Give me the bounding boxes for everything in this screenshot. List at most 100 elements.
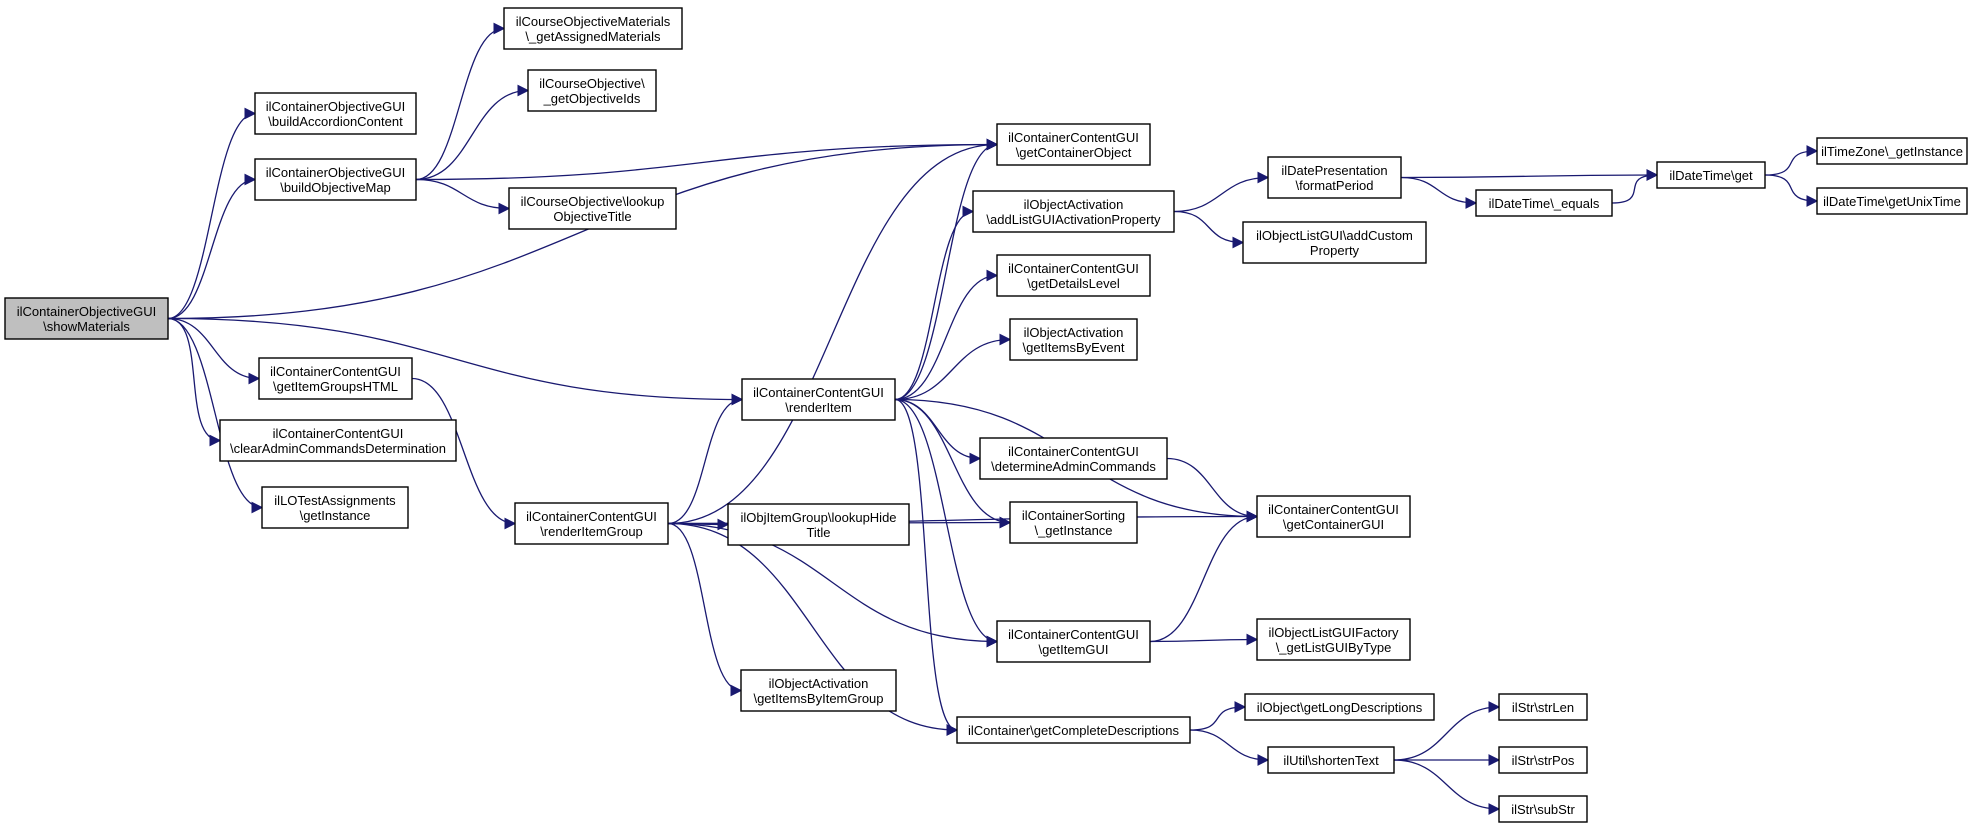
node-coMaterials[interactable]: ilCourseObjectiveMaterials\_getAssignedM… bbox=[503, 7, 683, 50]
node-box bbox=[254, 92, 417, 135]
node-box bbox=[1816, 187, 1968, 215]
edge-ccgDetermineAdmin-to-ccgContainerGUI bbox=[1166, 457, 1259, 523]
node-ccgItemGUI[interactable]: ilContainerContentGUI\getItemGUI bbox=[996, 620, 1151, 663]
node-label-line: \getInstance bbox=[300, 508, 371, 523]
node-dtGetUnix[interactable]: ilDateTime\getUnixTime bbox=[1816, 187, 1968, 215]
node-label-line: ilObjectListGUIFactory bbox=[1268, 625, 1399, 640]
node-strPos[interactable]: ilStr\strPos bbox=[1498, 746, 1588, 774]
node-box bbox=[996, 123, 1151, 166]
edge-ccgItemGroupsHTML-to-ccgRenderItemGroup bbox=[411, 377, 517, 530]
node-csGetInstance[interactable]: ilContainerSorting\_getInstance bbox=[1009, 501, 1138, 544]
node-ccgDetailsLevel[interactable]: ilContainerContentGUI\getDetailsLevel bbox=[996, 254, 1151, 297]
edge-ccgRenderItem-to-oaAddListProp bbox=[894, 205, 975, 401]
node-dpFormatPeriod[interactable]: ilDatePresentation\formatPeriod bbox=[1267, 156, 1402, 199]
node-label-line: \getItemGUI bbox=[1038, 642, 1108, 657]
node-label-line: \addListGUIActivationProperty bbox=[986, 212, 1161, 227]
node-box bbox=[1475, 189, 1613, 217]
node-box bbox=[1656, 161, 1766, 189]
node-oaItemsByGroup[interactable]: ilObjectActivation\getItemsByItemGroup bbox=[740, 669, 897, 712]
node-label-line: ilCourseObjective\lookup bbox=[521, 194, 665, 209]
node-ccgRenderItem[interactable]: ilContainerContentGUI\renderItem bbox=[741, 378, 896, 421]
node-oaAddListProp[interactable]: ilObjectActivation\addListGUIActivationP… bbox=[972, 190, 1175, 233]
edge-cogBuildMap-to-ccgContainerObject bbox=[415, 138, 999, 181]
edge-dtGet-to-dtGetUnix bbox=[1764, 174, 1819, 207]
edge-cogBuildMap-to-coMaterials bbox=[415, 22, 506, 181]
edges-layer bbox=[167, 22, 1819, 815]
node-tzGetInstance[interactable]: ilTimeZone\_getInstance bbox=[1816, 137, 1968, 165]
node-strLen[interactable]: ilStr\strLen bbox=[1498, 693, 1588, 721]
node-box bbox=[1816, 137, 1968, 165]
node-label-line: ilObjectListGUI\addCustom bbox=[1256, 228, 1413, 243]
node-label-line: \determineAdminCommands bbox=[991, 459, 1156, 474]
edge-ccgRenderItemGroup-to-ccgContainerObject bbox=[667, 138, 999, 525]
node-label-line: ilObjectActivation bbox=[1024, 197, 1124, 212]
node-box bbox=[956, 716, 1191, 744]
node-label-line: ilDateTime\getUnixTime bbox=[1823, 194, 1961, 209]
edge-root-to-cogBuildAcc bbox=[167, 107, 257, 320]
edge-root-to-ccgContainerObject bbox=[167, 138, 999, 320]
node-label-line: Title bbox=[806, 525, 830, 540]
edge-dtEquals-to-dtGet bbox=[1611, 169, 1659, 204]
node-box bbox=[996, 254, 1151, 297]
node-label-line: ilContainerContentGUI bbox=[1008, 261, 1139, 276]
node-label-line: ObjectiveTitle bbox=[553, 209, 631, 224]
node-label-line: ilContainer\getCompleteDescriptions bbox=[968, 723, 1179, 738]
node-label-line: \showMaterials bbox=[43, 319, 130, 334]
node-oGetLongDesc[interactable]: ilObject\getLongDescriptions bbox=[1244, 693, 1435, 721]
node-box bbox=[741, 378, 896, 421]
node-label-line: ilLOTestAssignments bbox=[274, 493, 396, 508]
node-box bbox=[261, 486, 409, 529]
node-dtGet[interactable]: ilDateTime\get bbox=[1656, 161, 1766, 189]
node-label-line: ilStr\strPos bbox=[1512, 753, 1575, 768]
node-box bbox=[979, 437, 1168, 480]
edge-ccgRenderItem-to-ccgDetailsLevel bbox=[894, 269, 999, 401]
node-label-line: ilStr\subStr bbox=[1511, 802, 1575, 817]
node-olgfGetListGUI[interactable]: ilObjectListGUIFactory\_getListGUIByType bbox=[1256, 618, 1411, 661]
node-box bbox=[4, 297, 169, 340]
node-box bbox=[254, 158, 417, 201]
node-label-line: ilCourseObjective\ bbox=[539, 76, 645, 91]
edge-ccgItemGUI-to-olgfGetListGUI bbox=[1149, 633, 1259, 646]
node-label-line: \renderItem bbox=[785, 400, 851, 415]
node-ccgDetermineAdmin[interactable]: ilContainerContentGUI\determineAdminComm… bbox=[979, 437, 1168, 480]
node-root[interactable]: ilContainerObjectiveGUI\showMaterials bbox=[4, 297, 169, 340]
node-label-line: \_getListGUIByType bbox=[1276, 640, 1392, 655]
edge-ccgRenderItem-to-ccgItemGUI bbox=[894, 398, 999, 648]
node-label-line: ilObject\getLongDescriptions bbox=[1257, 700, 1423, 715]
node-label-line: ilContainerContentGUI bbox=[1008, 130, 1139, 145]
node-ccgRenderItemGroup[interactable]: ilContainerContentGUI\renderItemGroup bbox=[514, 502, 669, 545]
node-cogBuildMap[interactable]: ilContainerObjectiveGUI\buildObjectiveMa… bbox=[254, 158, 417, 201]
node-ccgContainerObject[interactable]: ilContainerContentGUI\getContainerObject bbox=[996, 123, 1151, 166]
node-label-line: \formatPeriod bbox=[1295, 178, 1373, 193]
node-ccgClearAdmin[interactable]: ilContainerContentGUI\clearAdminCommands… bbox=[219, 419, 457, 462]
node-box bbox=[508, 187, 677, 230]
node-label-line: ilObjItemGroup\lookupHide bbox=[740, 510, 896, 525]
edge-oaAddListProp-to-dpFormatPeriod bbox=[1173, 171, 1270, 213]
node-label-line: ilTimeZone\_getInstance bbox=[1821, 144, 1963, 159]
edge-root-to-cogBuildMap bbox=[167, 173, 257, 320]
edge-ccgRenderItem-to-cGetCompleteDesc bbox=[894, 398, 959, 736]
node-label-line: ilObjectActivation bbox=[1024, 325, 1124, 340]
node-cogBuildAcc[interactable]: ilContainerObjectiveGUI\buildAccordionCo… bbox=[254, 92, 417, 135]
node-ccgContainerGUI[interactable]: ilContainerContentGUI\getContainerGUI bbox=[1256, 495, 1411, 538]
node-uShortenText[interactable]: ilUtil\shortenText bbox=[1267, 746, 1395, 774]
node-label-line: ilContainerContentGUI bbox=[753, 385, 884, 400]
node-dtEquals[interactable]: ilDateTime\_equals bbox=[1475, 189, 1613, 217]
node-label-line: ilContainerContentGUI bbox=[270, 364, 401, 379]
node-coObjectiveIds[interactable]: ilCourseObjective\_getObjectiveIds bbox=[527, 69, 657, 112]
node-subStr[interactable]: ilStr\subStr bbox=[1498, 795, 1588, 823]
node-box bbox=[527, 69, 657, 112]
node-ccgItemGroupsHTML[interactable]: ilContainerContentGUI\getItemGroupsHTML bbox=[258, 357, 413, 400]
node-label-line: Property bbox=[1310, 243, 1360, 258]
edge-ccgRenderItem-to-oaItemsByEvent bbox=[894, 333, 1012, 401]
node-label-line: _getObjectiveIds bbox=[543, 91, 641, 106]
node-loTestAssign[interactable]: ilLOTestAssignments\getInstance bbox=[261, 486, 409, 529]
node-oaItemsByEvent[interactable]: ilObjectActivation\getItemsByEvent bbox=[1009, 318, 1138, 361]
edge-ccgRenderItemGroup-to-ccgRenderItem bbox=[667, 393, 744, 525]
node-cGetCompleteDesc[interactable]: ilContainer\getCompleteDescriptions bbox=[956, 716, 1191, 744]
node-box bbox=[996, 620, 1151, 663]
